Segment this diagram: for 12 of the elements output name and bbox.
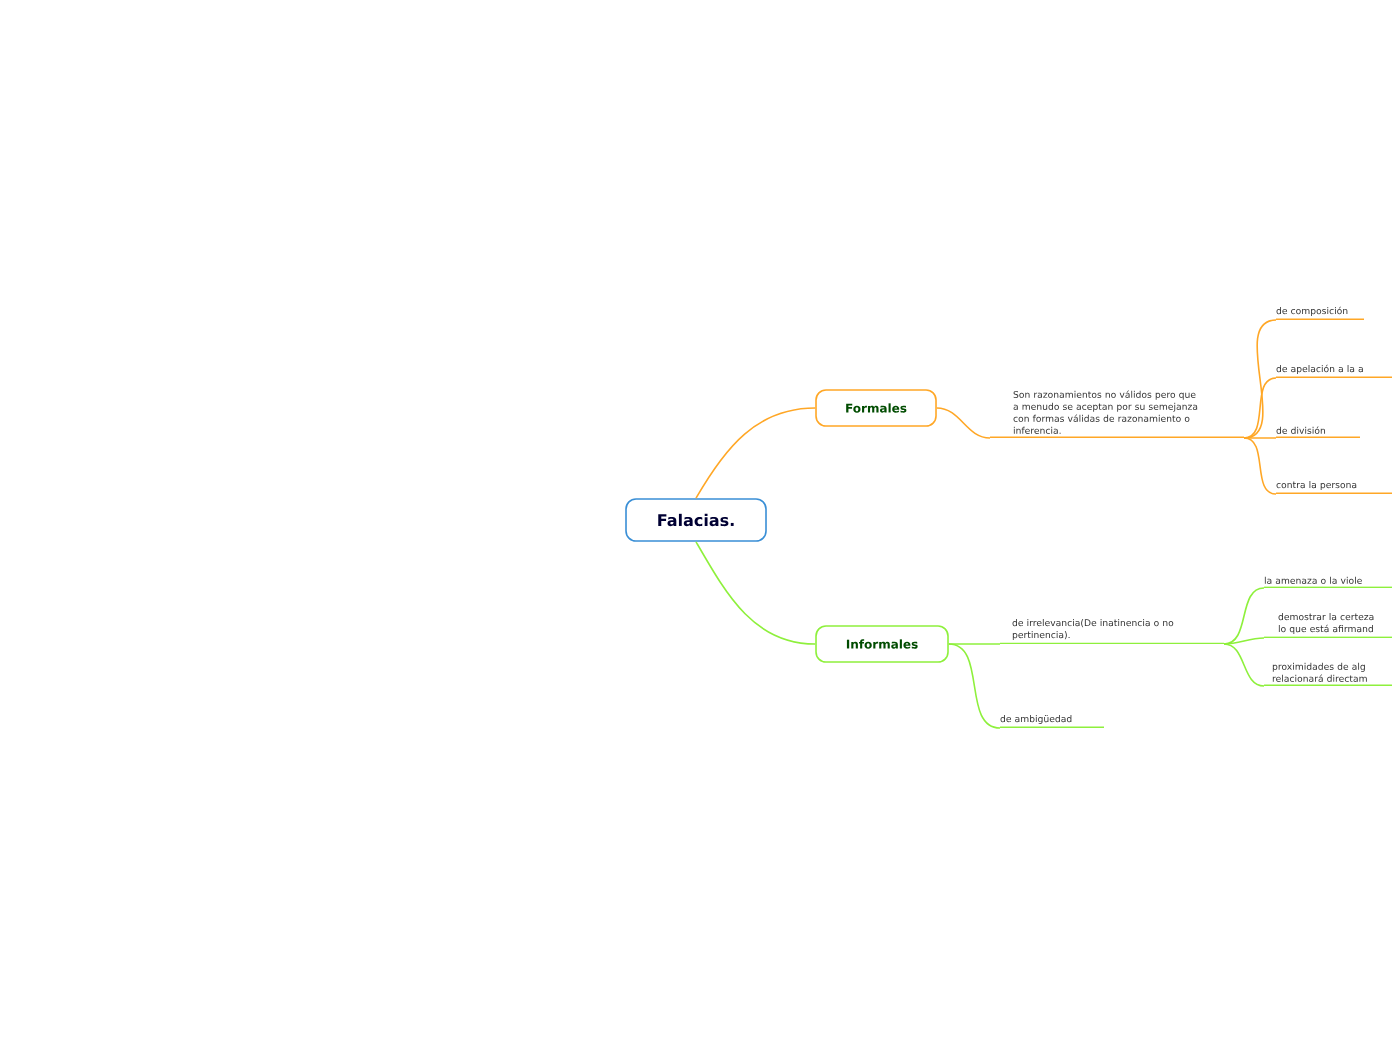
connector-line bbox=[948, 643, 1001, 645]
connector-line bbox=[695, 541, 816, 645]
connector-line bbox=[1223, 643, 1265, 687]
root-topic-box: Falacias. bbox=[625, 498, 767, 542]
connector-line bbox=[936, 407, 991, 439]
connector-line bbox=[948, 643, 1001, 729]
connector-line bbox=[1243, 437, 1277, 495]
connector-line bbox=[1223, 637, 1265, 645]
connector-line bbox=[695, 407, 816, 499]
connector-line bbox=[1243, 377, 1277, 439]
connector-line bbox=[1223, 587, 1265, 645]
connector-line bbox=[1243, 437, 1277, 439]
